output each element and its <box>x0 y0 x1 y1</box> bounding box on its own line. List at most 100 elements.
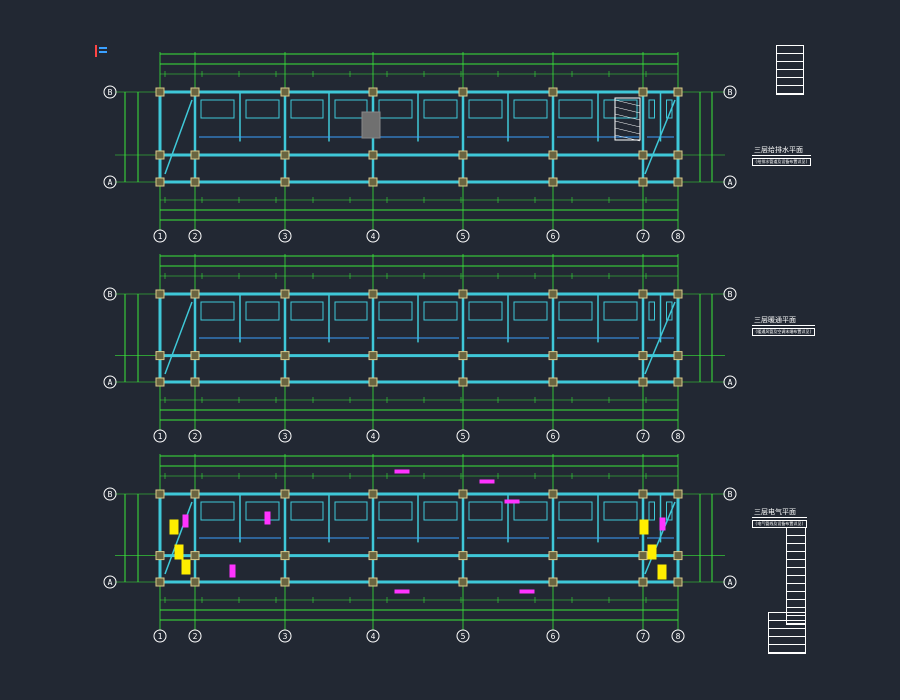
plan-1-fixture <box>334 99 368 119</box>
plan-2-axis-label-col: 5 <box>461 432 466 441</box>
plan-3-axis-bubble-col <box>278 629 292 643</box>
legend-table-top <box>776 45 804 95</box>
plan-1-axis-label-row: B <box>728 88 733 97</box>
plan-3-annotation-yellow <box>639 519 649 535</box>
plan-2-axis-bubble-col <box>546 429 560 443</box>
plan-1-axis-bubble-col <box>278 229 292 243</box>
plan-3-axis-label-col: 5 <box>461 632 466 641</box>
plan-3-axis-label-row: A <box>728 578 733 587</box>
plan-2-axis-bubble-row <box>723 287 737 301</box>
plan-1-column <box>638 177 648 187</box>
plan-3-column <box>673 577 683 587</box>
plan-1-axis-bubble-col <box>456 229 470 243</box>
plan-3-column <box>280 577 290 587</box>
plan-3-fixture <box>603 501 638 521</box>
plan-3-column <box>673 489 683 499</box>
plan-1-hatch-line <box>614 120 641 128</box>
plan-3-title-block: 三层电气平面 (电气管线及设备布置详见) <box>752 507 807 528</box>
plan-2-axis-bubble-row <box>103 287 117 301</box>
plan-1-axis-bubble-col <box>366 229 380 243</box>
plan-3-axis-label-col: 2 <box>193 632 198 641</box>
plan-2-column <box>155 351 165 361</box>
plan-1-column <box>638 87 648 97</box>
plan-3-annotation-magenta <box>504 499 520 504</box>
plan-2-column <box>155 377 165 387</box>
plan-1-axis-bubble-col <box>188 229 202 243</box>
plan-3-column <box>155 577 165 587</box>
plan-2-title-block: 三层暖通平面 (暖通风管及空调末端布置详见) <box>752 315 815 336</box>
plan-1-subtitle: (给排水管道及设备布置详见) <box>752 158 811 166</box>
plan-1-column <box>548 177 558 187</box>
plan-2-fixture <box>423 301 458 321</box>
plan-3-subtitle: (电气管线及设备布置详见) <box>752 520 807 528</box>
plan-2-axis-label-row: A <box>108 378 113 387</box>
plan-3-column <box>190 551 200 561</box>
plan-2-column <box>458 377 468 387</box>
plan-2-fixture <box>648 301 655 321</box>
plan-3-stair-left <box>164 501 193 575</box>
plan-3-axis-bubble-col <box>671 629 685 643</box>
plan-2-axis-label-row: B <box>108 290 113 299</box>
plan-1-axis-label-col: 5 <box>461 232 466 241</box>
plan-3-column <box>155 489 165 499</box>
plan-3-annotation-magenta <box>479 479 495 484</box>
plan-2-column <box>458 351 468 361</box>
plan-3-axis-label-col: 8 <box>676 632 681 641</box>
plan-3-column <box>155 551 165 561</box>
plan-3-column <box>368 489 378 499</box>
plan-3-column <box>458 489 468 499</box>
plan-3-fixture <box>423 501 458 521</box>
plan-1-hatch-line <box>614 106 641 114</box>
plan-1-hatch-line <box>614 113 641 121</box>
plan-1-column <box>155 177 165 187</box>
plan-1-title: 三层给排水平面 <box>752 145 811 156</box>
plan-3-axis-bubble-row <box>723 575 737 589</box>
plan-1-axis-label-col: 2 <box>193 232 198 241</box>
plan-2-axis-label-col: 6 <box>551 432 556 441</box>
plan-3-fixture <box>648 501 655 521</box>
plan-1-axis-label-row: A <box>108 178 113 187</box>
plan-3-fixture <box>290 501 324 521</box>
plan-1-axis-bubble-row <box>103 175 117 189</box>
plan-3-title: 三层电气平面 <box>752 507 807 518</box>
plan-3-axis-bubble-row <box>103 575 117 589</box>
plan-1-axis-bubble-row <box>103 85 117 99</box>
plan-1-stair-right <box>644 99 676 175</box>
plan-2-column <box>673 377 683 387</box>
plan-2-column <box>190 351 200 361</box>
plan-2-axis-bubble-col <box>153 429 167 443</box>
plan-2-axis-label-col: 7 <box>641 432 646 441</box>
plan-3-column <box>638 489 648 499</box>
plan-1-column <box>280 150 290 160</box>
plan-2-title: 三层暖通平面 <box>752 315 815 326</box>
plan-1-column <box>368 87 378 97</box>
plan-1-axis-label-col: 7 <box>641 232 646 241</box>
plan-1-column <box>548 87 558 97</box>
plan-1-fixture <box>558 99 593 119</box>
plan-3-annotation-magenta <box>394 469 410 474</box>
plan-2-column <box>280 377 290 387</box>
plan-1-hatch-line <box>614 134 641 142</box>
plan-1-axis-bubble-col <box>636 229 650 243</box>
plan-2-fixture <box>334 301 368 321</box>
plan-3-fixture <box>513 501 548 521</box>
plan-3-column <box>548 489 558 499</box>
plan-2-column <box>190 377 200 387</box>
plan-3-fixture <box>334 501 368 521</box>
plan-3-axis-label-col: 1 <box>158 632 163 641</box>
plan-3-fixture <box>468 501 503 521</box>
plan-3-column <box>638 577 648 587</box>
plan-2-column <box>673 289 683 299</box>
plan-1-column <box>368 150 378 160</box>
plan-2-axis-bubble-col <box>278 429 292 443</box>
plan-2-column <box>548 351 558 361</box>
plan-1-axis-bubble-row <box>723 175 737 189</box>
plan-2-fixture <box>558 301 593 321</box>
plan-1-outer-wall <box>158 90 680 184</box>
plan-2-axis-bubble-col <box>188 429 202 443</box>
plan-2-fixture <box>468 301 503 321</box>
plan-3-column <box>638 551 648 561</box>
plan-1-hatch-line <box>614 127 641 135</box>
plan-3-fixture <box>245 501 280 521</box>
